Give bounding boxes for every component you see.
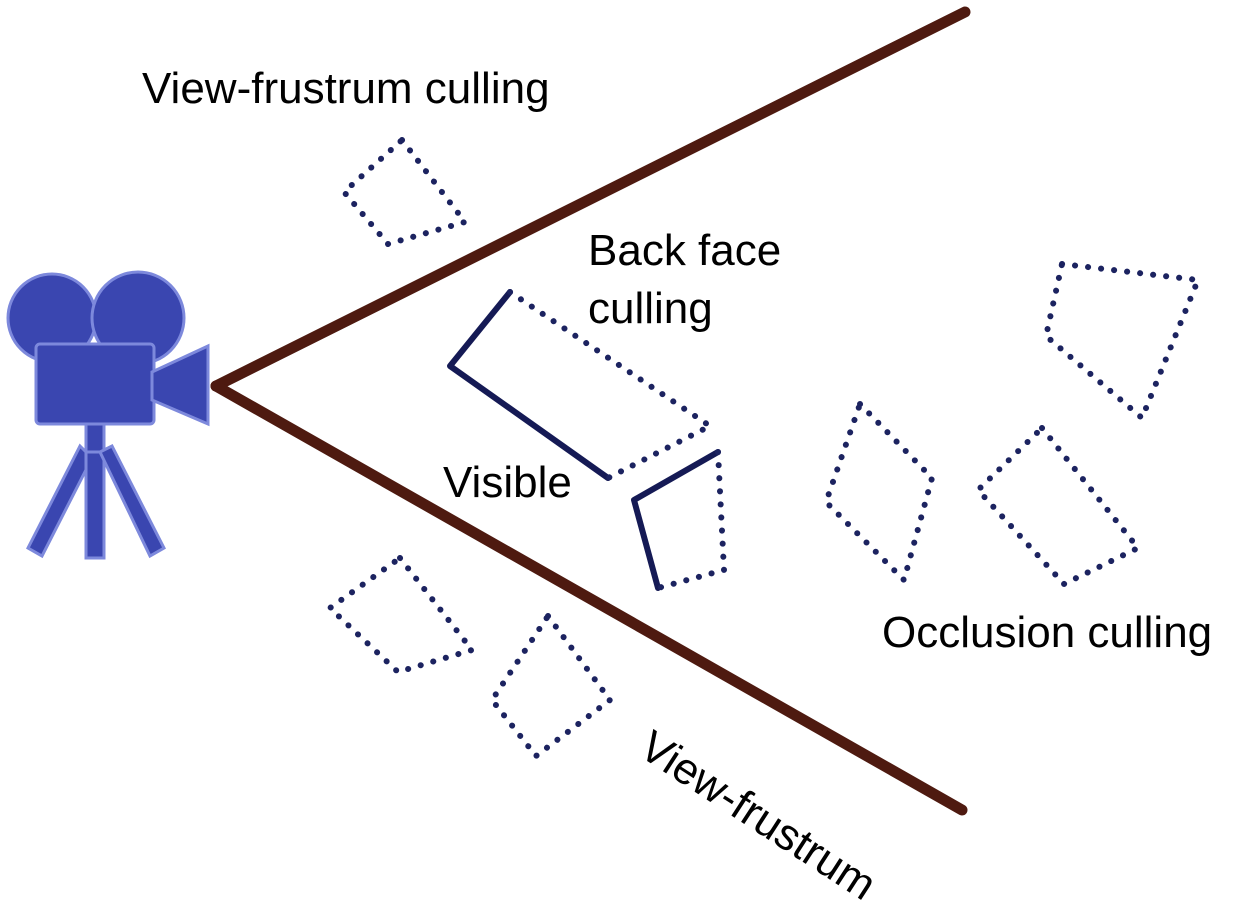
movie-camera-icon	[6, 270, 210, 560]
label-view-frustum-culling: View-frustrum culling	[142, 64, 550, 113]
occluded-object-2	[975, 425, 1141, 587]
frustum-upper-edge	[210, 6, 971, 392]
occluded-object-3	[1043, 261, 1201, 421]
label-occlusion-culling: Occlusion culling	[882, 608, 1213, 657]
culled-object-bottom-1	[327, 555, 475, 675]
label-back-face-culling: Back face culling	[588, 226, 782, 333]
label-visible: Visible	[443, 458, 572, 507]
culled-object-bottom-2	[489, 613, 613, 759]
occluded-object-1	[823, 401, 935, 583]
culled-object-top	[341, 137, 468, 247]
back-face-object-1	[447, 289, 713, 481]
culling-diagram	[6, 6, 1201, 816]
back-face-object-2	[631, 449, 727, 591]
frustum-lower-edge	[210, 380, 968, 816]
